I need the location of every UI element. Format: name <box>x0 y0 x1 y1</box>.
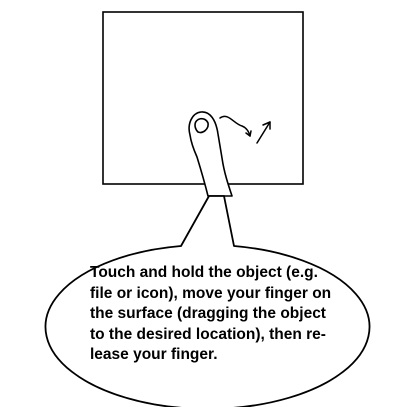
instruction-line: file or icon), move your finger on <box>90 284 350 305</box>
instruction-text: Touch and hold the object (e.g. file or … <box>90 263 350 366</box>
instruction-line: Touch and hold the object (e.g. <box>90 263 350 284</box>
instruction-line: lease your finger. <box>90 345 350 366</box>
instruction-line: the surface (dragging the object <box>90 304 350 325</box>
instruction-line: to the desired location), then re- <box>90 325 350 346</box>
